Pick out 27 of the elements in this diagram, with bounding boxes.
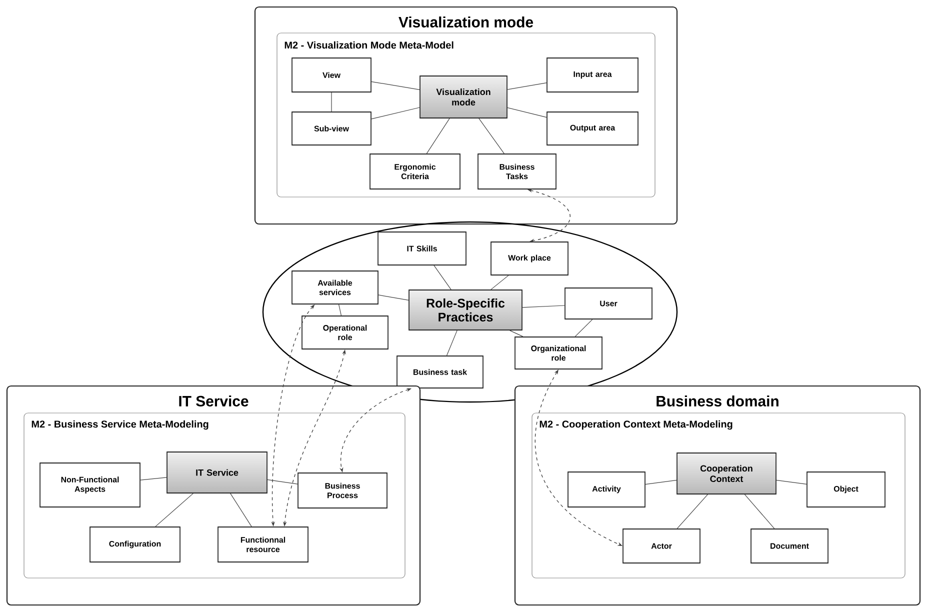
connector-line [574, 319, 593, 337]
connector-line [230, 493, 252, 527]
connector-line [371, 107, 420, 120]
connector-line [140, 477, 167, 480]
connector-line [507, 107, 547, 118]
connector-line [490, 275, 509, 290]
connector-line [478, 118, 504, 154]
central-concept-box: Role-Specific Practices [408, 290, 522, 330]
connector-line [645, 480, 677, 485]
connector-line [371, 81, 420, 90]
connector-line [155, 493, 194, 527]
connector-line [676, 494, 708, 529]
connector-line [434, 265, 452, 290]
central-concept-box: Visualization mode [420, 76, 508, 118]
central-concept-box: IT Service [166, 452, 268, 494]
connector-line [776, 480, 807, 485]
connector-line [338, 304, 342, 316]
connector-line [507, 82, 547, 90]
connector-line [446, 330, 458, 356]
connector-line [744, 494, 775, 529]
connector-line [267, 479, 298, 484]
connector-line [331, 92, 332, 112]
connector-line [426, 118, 450, 154]
connector-line [378, 294, 409, 300]
central-concept-box: Cooperation Context [676, 452, 776, 494]
connector-line [522, 305, 565, 308]
connector-line [509, 330, 524, 337]
